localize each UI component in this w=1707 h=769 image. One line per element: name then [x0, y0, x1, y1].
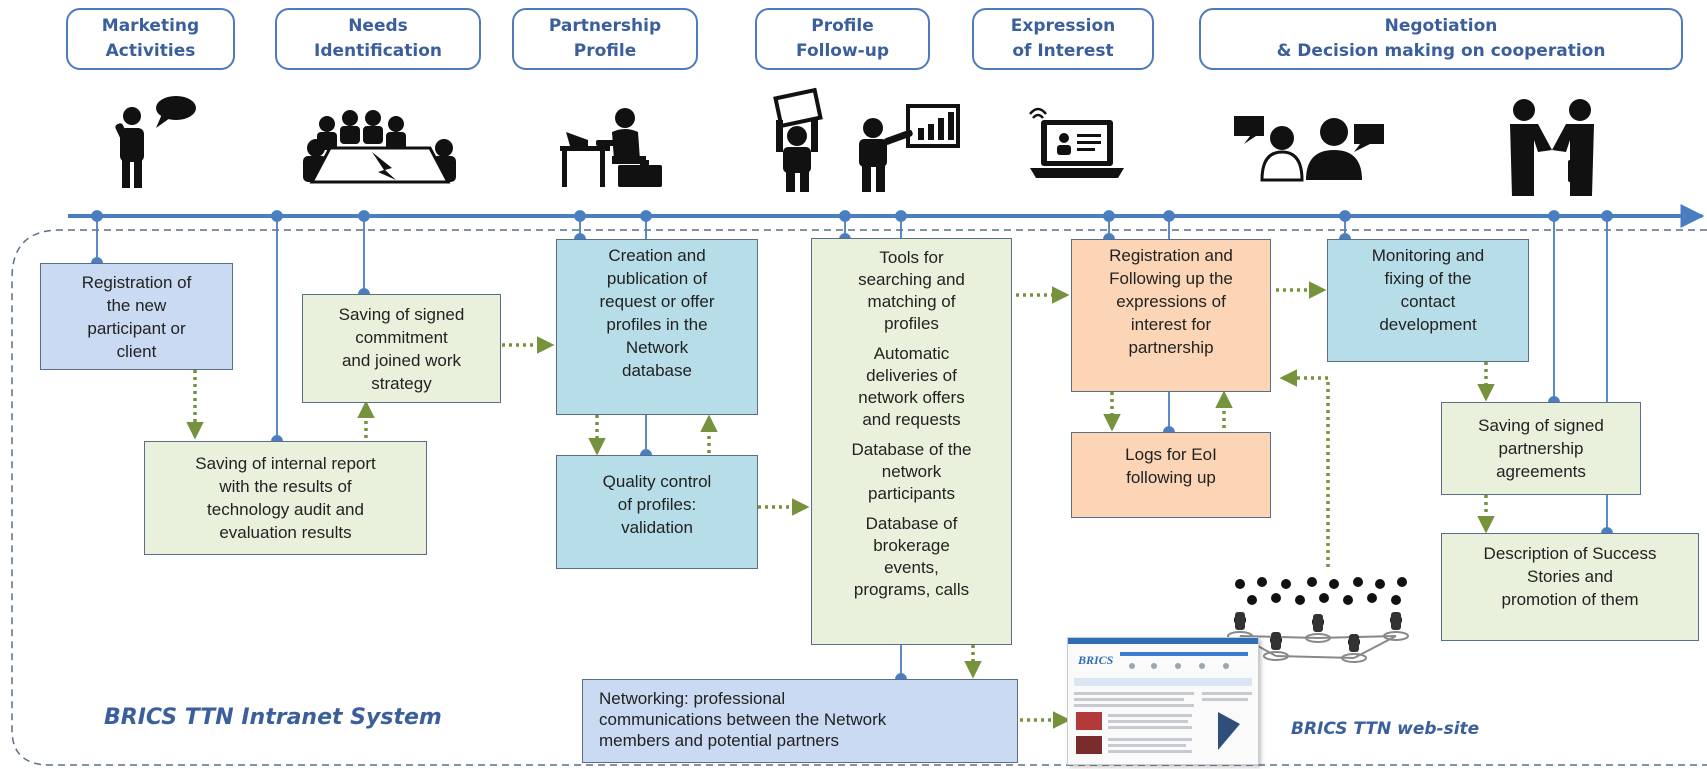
website-logo-text: BRICS — [1077, 653, 1114, 667]
meeting-table-icon — [303, 110, 456, 184]
intranet-caption: BRICS TTN Intranet System — [104, 705, 442, 730]
phase-profile-followup: Profile Follow-up — [755, 8, 930, 70]
box-tools: Tools for searching and matching of prof… — [811, 238, 1012, 645]
phase-needs-identification: Needs Identification — [275, 8, 481, 70]
box-monitoring: Monitoring and fixing of the contact dev… — [1327, 239, 1529, 362]
box-networking: Networking: professional communications … — [582, 679, 1018, 763]
tools-item-participants-db: Database of the network participants — [851, 440, 972, 503]
tools-item-deliveries: Automatic deliveries of network offers a… — [858, 344, 965, 429]
video-conference-icon — [1234, 116, 1384, 182]
box-registration-followup: Registration and Following up the expres… — [1071, 239, 1271, 392]
box-creation-publication: Creation and publication of request or o… — [556, 239, 758, 415]
laptop-video-call-icon — [1029, 107, 1124, 178]
flow-arrows — [186, 281, 1495, 729]
website-thumbnail: BRICS — [1067, 637, 1259, 765]
website-caption: BRICS TTN web-site — [1291, 719, 1480, 739]
person-at-laptop-icon — [560, 108, 662, 187]
person-presenting-chart-icon — [859, 104, 960, 192]
box-logs-eoi: Logs for EoI following up — [1071, 432, 1271, 518]
network-people-icon — [1227, 577, 1409, 663]
phase-partnership-profile: Partnership Profile — [512, 8, 698, 70]
phase-expression-of-interest: Expression of Interest — [972, 8, 1154, 70]
box-quality-control: Quality control of profiles: validation — [556, 455, 758, 569]
person-holding-sign-icon — [773, 87, 823, 192]
tools-item-brokerage-db: Database of brokerage events, programs, … — [853, 514, 970, 599]
handshake-icon — [1510, 99, 1594, 196]
tools-item-searching: Tools for searching and matching of prof… — [858, 248, 965, 333]
person-speaking-icon — [115, 96, 196, 188]
box-internal-report: Saving of internal report with the resul… — [144, 441, 427, 555]
box-registration: Registration of the new participant or c… — [40, 263, 233, 370]
phase-negotiation: Negotiation & Decision making on coopera… — [1199, 8, 1683, 70]
website-preview: BRICS — [1068, 638, 1258, 754]
box-signed-commitment: Saving of signed commitment and joined w… — [302, 294, 501, 403]
box-success-stories: Description of Success Stories and promo… — [1441, 533, 1699, 641]
phase-marketing-activities: Marketing Activities — [66, 8, 235, 70]
box-partnership-agreements: Saving of signed partnership agreements — [1441, 402, 1641, 495]
